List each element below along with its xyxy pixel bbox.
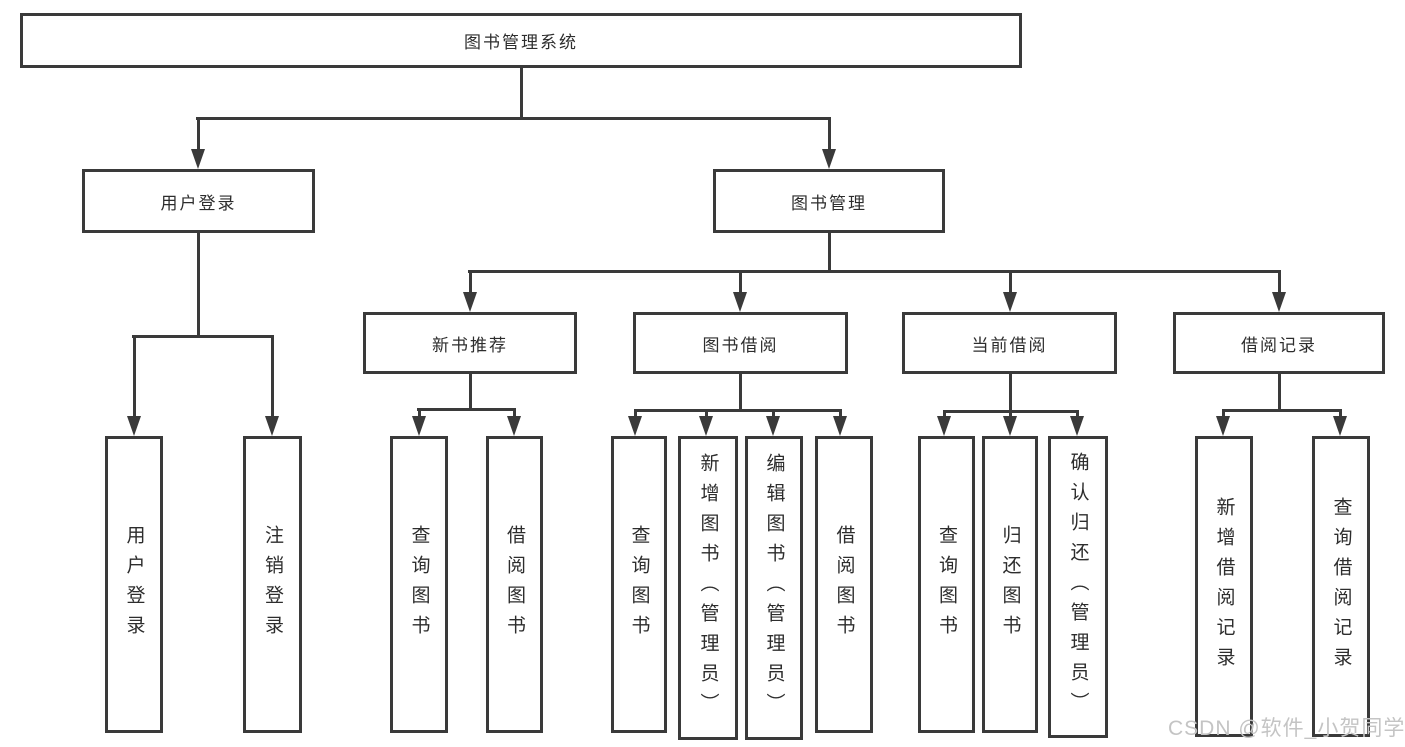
node-query-books-2: 查询图书 <box>611 436 667 733</box>
arrow-shaft <box>838 410 842 418</box>
node-book-mgmt-branch: 图书管理 <box>713 169 945 233</box>
arrowhead-down-icon <box>463 292 477 312</box>
connector-hline <box>132 334 274 338</box>
node-borrowing-records: 借阅记录 <box>1173 312 1385 374</box>
node-new-book-rec: 新书推荐 <box>363 312 577 374</box>
node-root: 图书管理系统 <box>20 13 1022 68</box>
node-logout: 注销登录 <box>243 436 302 733</box>
node-current-borrowing: 当前借阅 <box>902 312 1117 374</box>
arrowhead-down-icon <box>1272 292 1286 312</box>
connector-vline <box>738 374 742 412</box>
arrowhead-down-icon <box>1333 416 1347 436</box>
arrow-shaft <box>1008 271 1012 294</box>
connector-hline <box>196 116 831 120</box>
connector-vline <box>519 68 523 120</box>
node-edit-books-admin: 编辑图书（管理员） <box>745 436 803 740</box>
arrow-shaft <box>1338 410 1342 418</box>
watermark: CSDN @软件_小贺同学 <box>1168 717 1405 740</box>
arrow-shaft <box>270 336 274 418</box>
node-book-borrowing: 图书借阅 <box>633 312 848 374</box>
connector-vline <box>1277 374 1281 412</box>
connector-vline <box>1008 374 1012 413</box>
arrowhead-down-icon <box>1003 292 1017 312</box>
node-add-books-admin: 新增图书（管理员） <box>678 436 738 740</box>
arrow-shaft <box>468 271 472 294</box>
connector-hline <box>468 269 1281 273</box>
connector-vline <box>827 233 831 273</box>
arrow-shaft <box>1277 271 1281 294</box>
node-query-borrow-record: 查询借阅记录 <box>1312 436 1370 737</box>
arrowhead-down-icon <box>265 416 279 436</box>
arrow-shaft <box>1075 411 1079 418</box>
arrow-shaft <box>827 118 831 151</box>
arrowhead-down-icon <box>766 416 780 436</box>
arrow-shaft <box>942 411 946 418</box>
arrowhead-down-icon <box>937 416 951 436</box>
connector-vline <box>196 233 200 337</box>
arrowhead-down-icon <box>628 416 642 436</box>
arrowhead-down-icon <box>1070 416 1084 436</box>
node-return-books: 归还图书 <box>982 436 1038 733</box>
arrow-shaft <box>771 410 775 418</box>
connector-vline <box>468 374 472 411</box>
node-borrow-books-2: 借阅图书 <box>815 436 873 733</box>
node-query-books-1: 查询图书 <box>390 436 448 733</box>
node-add-borrow-record: 新增借阅记录 <box>1195 436 1253 737</box>
arrowhead-down-icon <box>1216 416 1230 436</box>
arrow-shaft <box>1221 410 1225 418</box>
node-borrow-books-1: 借阅图书 <box>486 436 543 733</box>
arrowhead-down-icon <box>507 416 521 436</box>
arrowhead-down-icon <box>412 416 426 436</box>
arrow-shaft <box>196 118 200 151</box>
arrowhead-down-icon <box>733 292 747 312</box>
arrow-shaft <box>704 410 708 418</box>
node-query-books-3: 查询图书 <box>918 436 975 733</box>
arrow-shaft <box>738 271 742 294</box>
arrowhead-down-icon <box>1003 416 1017 436</box>
node-confirm-return-admin: 确认归还（管理员） <box>1048 436 1108 738</box>
arrowhead-down-icon <box>127 416 141 436</box>
connector-hline <box>634 408 842 412</box>
connector-hline <box>1222 408 1342 412</box>
arrow-shaft <box>633 410 637 418</box>
arrowhead-down-icon <box>191 149 205 169</box>
arrowhead-down-icon <box>822 149 836 169</box>
arrow-shaft <box>417 409 421 418</box>
node-user-login-branch: 用户登录 <box>82 169 315 233</box>
arrowhead-down-icon <box>699 416 713 436</box>
arrowhead-down-icon <box>833 416 847 436</box>
arrow-shaft <box>1008 411 1012 418</box>
arrow-shaft <box>132 336 136 418</box>
node-user-login: 用户登录 <box>105 436 163 733</box>
arrow-shaft <box>512 409 516 418</box>
connector-hline <box>417 407 516 411</box>
